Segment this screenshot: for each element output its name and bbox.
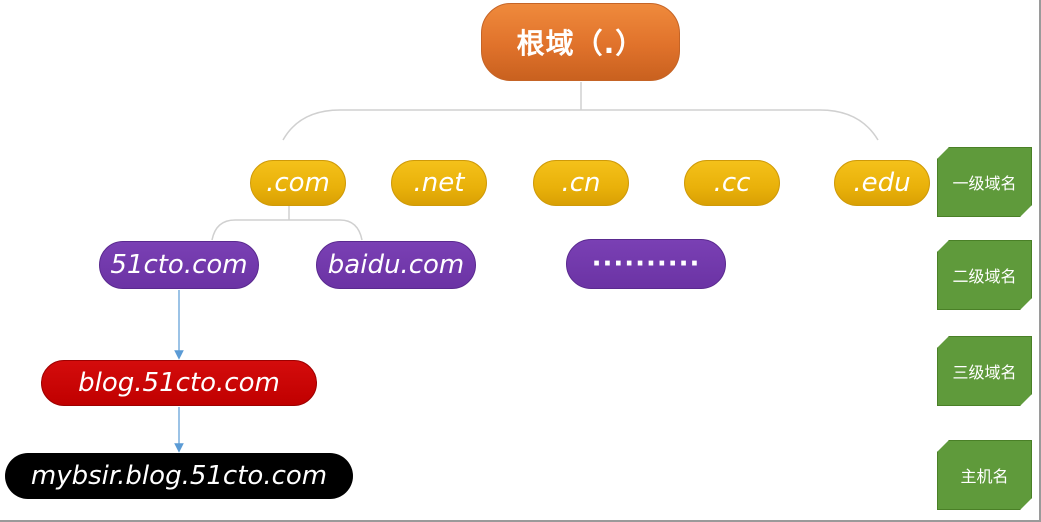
sld-bracket-line [211,219,363,241]
root-domain-node: 根域（.） [481,3,680,81]
tld-node-cn: .cn [533,160,629,206]
tld-node-net: .net [391,160,487,206]
tld-node-edu: .edu [834,160,930,206]
level-label-text: 三级域名 [952,363,1017,382]
level-label-text: 二级域名 [952,267,1017,286]
sld-label: 51cto.com [110,250,248,280]
tld-label: .cn [561,168,601,198]
level-label-text: 一级域名 [952,174,1017,193]
level-label-host: 主机名 [937,440,1032,510]
ellipsis-label: ·········· [591,249,701,279]
tld-bracket-line [282,109,879,141]
level-label-third: 三级域名 [937,336,1032,406]
host-node: mybsir.blog.51cto.com [5,453,353,499]
third-level-node: blog.51cto.com [41,360,317,406]
tld-label: .com [266,168,330,198]
level-label-first: 一级域名 [937,147,1032,217]
tld-label: .cc [713,168,751,198]
third-level-label: blog.51cto.com [78,368,280,398]
level-label-text: 主机名 [960,467,1009,486]
tld-node-com: .com [250,160,346,206]
level-label-second: 二级域名 [937,240,1032,310]
tld-node-cc: .cc [684,160,780,206]
sld-node-baidu: baidu.com [316,241,476,289]
sld-node-51cto: 51cto.com [99,241,259,289]
tld-label: .edu [853,168,911,198]
host-label: mybsir.blog.51cto.com [30,461,328,491]
sld-label: baidu.com [327,250,465,280]
root-domain-label: 根域（.） [516,27,645,60]
tld-label: .net [413,168,465,198]
sld-node-ellipsis: ·········· [566,239,726,289]
